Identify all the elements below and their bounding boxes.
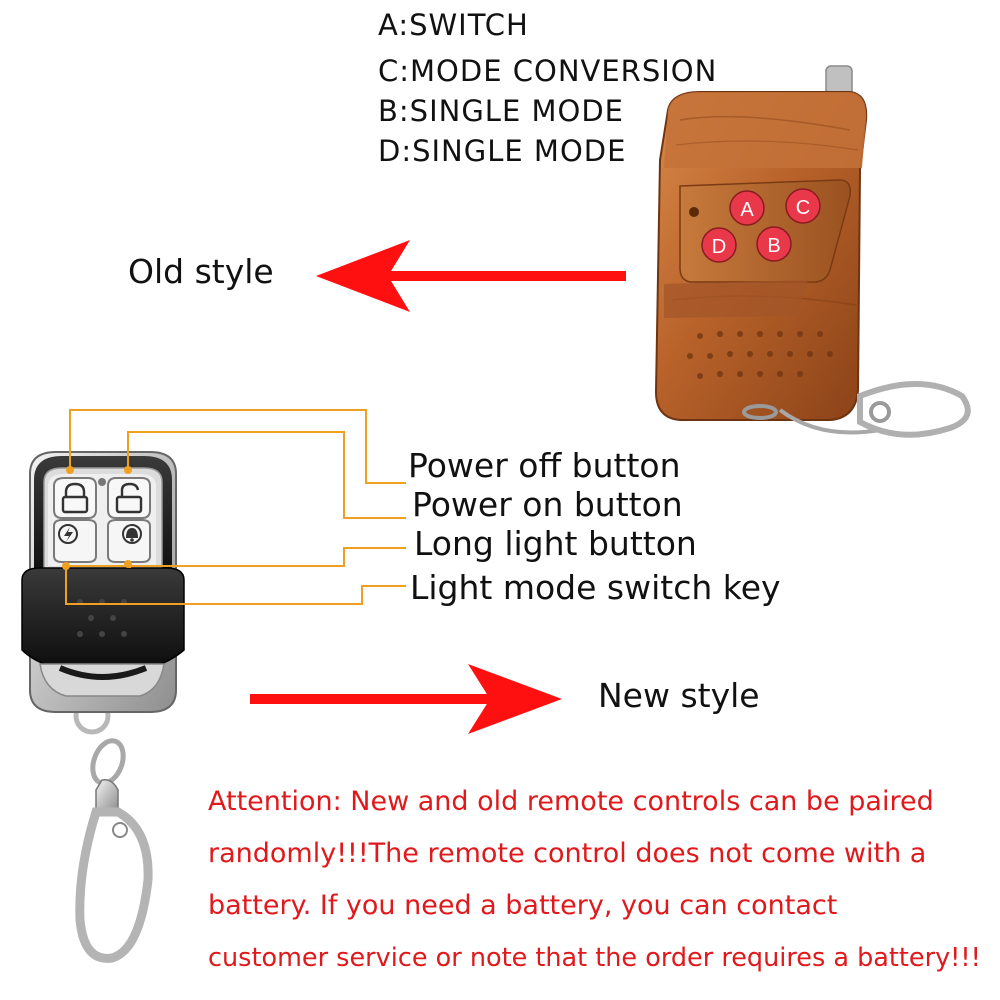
new-remote-led xyxy=(98,478,106,486)
old-style-remote: A C D B xyxy=(654,65,971,438)
old-key-c xyxy=(785,188,821,224)
power-off-label: Power off button xyxy=(408,446,681,485)
old-key-a xyxy=(729,190,765,226)
light-mode-switch-label: Light mode switch key xyxy=(410,568,781,607)
old-key-c-label: C xyxy=(796,197,810,219)
mode-line-c: C:MODE CONVERSION xyxy=(378,54,718,88)
led-dot xyxy=(689,207,699,217)
grip-dots xyxy=(687,331,833,379)
new-style-arrow xyxy=(250,664,562,734)
old-keyring-link xyxy=(742,404,778,420)
old-keyring-clip xyxy=(857,381,971,438)
old-key-d-label: D xyxy=(712,236,726,258)
lock-closed-icon xyxy=(61,482,89,514)
new-remote-sleeve xyxy=(21,567,185,669)
power-on-label: Power on button xyxy=(412,485,683,524)
lightning-icon xyxy=(58,524,78,544)
sleeve-dots xyxy=(77,599,127,637)
lock-open-icon xyxy=(115,482,143,514)
new-keyring-clip xyxy=(75,807,153,963)
attention-line-3: battery. If you need a battery, you can … xyxy=(208,890,838,921)
long-light-label: Long light button xyxy=(414,524,697,563)
attention-line-4: customer service or note that the order … xyxy=(208,943,981,973)
attention-line-1: Attention: New and old remote controls c… xyxy=(208,786,934,817)
old-key-a-label: A xyxy=(740,199,754,221)
new-style-remote xyxy=(21,451,185,963)
bell-icon xyxy=(122,524,142,544)
old-style-label: Old style xyxy=(128,252,274,291)
new-style-label: New style xyxy=(598,676,760,715)
old-key-b xyxy=(756,226,792,262)
mode-line-d: D:SINGLE MODE xyxy=(378,134,627,168)
old-key-b-label: B xyxy=(767,235,780,257)
mode-line-b: B:SINGLE MODE xyxy=(378,94,624,128)
attention-notice: Attention: New and old remote controls c… xyxy=(208,776,998,984)
mode-line-a: A:SWITCH xyxy=(378,8,529,42)
old-style-arrow xyxy=(316,240,626,312)
leader-dots xyxy=(62,466,132,570)
old-key-d xyxy=(701,227,737,263)
attention-line-2: randomly!!!The remote control does not c… xyxy=(208,838,927,869)
